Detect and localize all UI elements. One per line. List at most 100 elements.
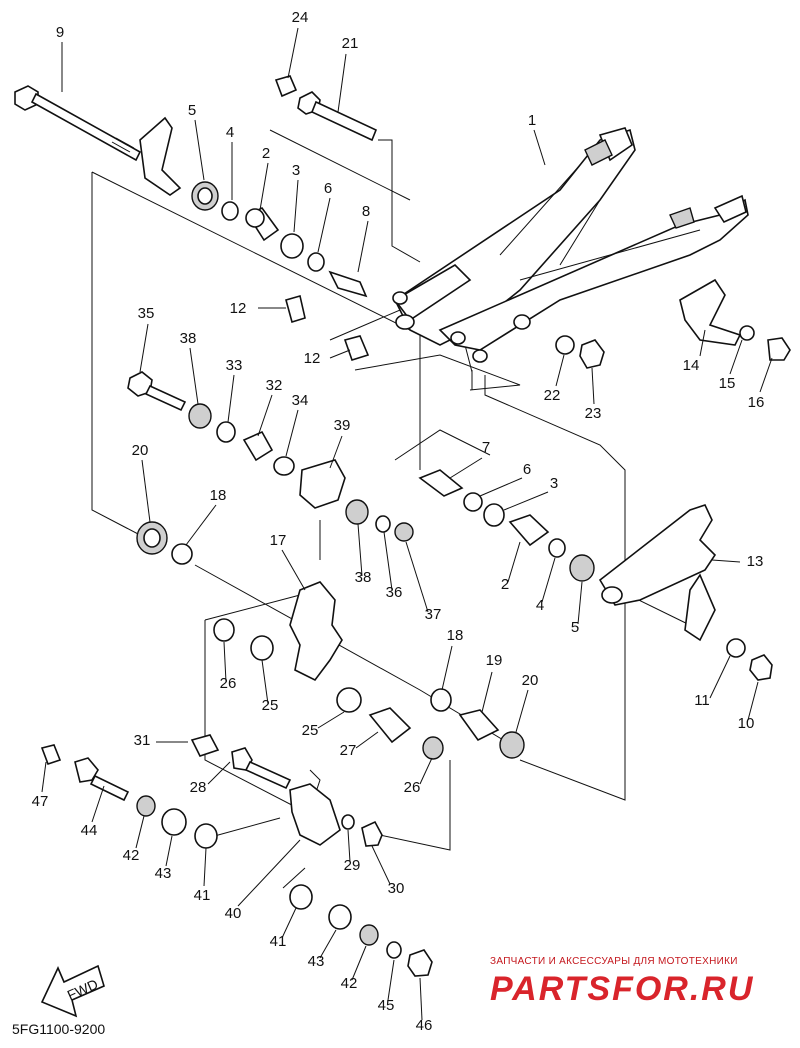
leader-line [419,977,423,1021]
part-number-label: 27 [340,742,357,759]
swingarm [392,127,749,363]
part-number-label: 28 [190,779,207,796]
part-number-label: 10 [738,715,755,732]
leader-line [747,681,759,721]
part-number-label: 7 [482,439,490,456]
part-number-label: 15 [719,375,736,392]
part-number-label: 13 [747,553,764,570]
leader-line [194,119,205,181]
leader-line [319,929,337,959]
leader-line [185,504,217,546]
leader-line [405,541,429,613]
part-number-label: 18 [210,487,227,504]
part-number-label: 44 [81,822,98,839]
part-number-label: 32 [266,377,283,394]
part-number-label: 20 [132,442,149,459]
part-number-label: 33 [226,357,243,374]
leader-line [441,645,453,691]
part-number-label: 3 [550,475,558,492]
leader-line [507,541,521,583]
leader-line [285,409,299,457]
part-number-label: 30 [388,880,405,897]
part-number-label: 36 [386,584,403,601]
part-number-label: 5 [571,619,579,636]
part-number-label: 4 [536,597,544,614]
watermark-tagline: ЗАПЧАСТИ И АКСЕССУАРЫ ДЛЯ МОТОТЕХНИКИ [490,956,738,967]
leader-line [227,374,235,423]
part-number-label: 34 [292,392,309,409]
part-number-label: 38 [355,569,372,586]
part-number-label: 42 [341,975,358,992]
leader-line [257,394,273,437]
part-number-label: 47 [32,793,49,810]
leader-line [387,959,395,1001]
bushings-and-washers [40,181,791,977]
bolt-and-nipple [274,75,378,142]
part-number-label: 42 [123,847,140,864]
part-number-label: 43 [308,953,325,970]
part-number-label: 8 [362,203,370,220]
leader-line [709,655,731,699]
leader-line [189,347,199,405]
leader-line [317,197,331,253]
leader-line [259,162,269,211]
part-number-label: 16 [748,394,765,411]
leader-line [591,367,595,405]
leader-line [141,459,151,523]
part-number-label: 6 [324,180,332,197]
watermark-brand: PARTSFOR.RU [490,970,754,1008]
chain-puller-bracket [679,278,742,346]
leader-line [503,491,549,511]
leader-line [711,559,741,563]
leader-line [541,557,556,603]
part-number-label: 41 [194,887,211,904]
leader-line [729,339,743,375]
leader-line [555,354,565,387]
leader-line [355,731,379,749]
part-number-label: 22 [544,387,561,404]
part-number-label: 31 [134,732,151,749]
part-number-label: 41 [270,933,287,950]
leader-line [287,27,299,79]
part-number-label: 6 [523,461,531,478]
part-number-label: 19 [486,652,503,669]
leader-line [337,53,347,113]
leader-line [533,129,546,166]
part-number-label: 4 [226,124,234,141]
leader-line [329,435,343,469]
part-number-label: 11 [694,692,710,709]
part-number-label: 21 [342,35,359,52]
leader-line [41,761,47,793]
part-number-label: 12 [304,350,321,367]
part-number-label: 1 [528,112,536,129]
leader-line [139,323,149,373]
part-number-label: 2 [501,576,509,593]
part-number-label: 5 [188,102,196,119]
part-number-label: 14 [683,357,700,374]
leader-line [203,847,207,887]
part-number-label: 3 [292,162,300,179]
leader-line [135,815,145,849]
part-number-label: 18 [447,627,464,644]
leader-line [293,179,299,233]
assembly-lines [91,129,701,889]
part-number-label: 35 [138,305,155,322]
pivot-shaft [14,85,182,196]
part-number-label: 25 [262,697,279,714]
part-number-label: 25 [302,722,319,739]
leader-line [577,581,583,625]
leader-line [449,457,483,479]
part-number-label: 39 [334,417,351,434]
leader-line [207,761,231,785]
leader-line [357,523,363,577]
leader-line [261,659,269,705]
part-number-label: 23 [585,405,602,422]
leader-line [759,357,773,393]
leader-line [91,785,105,823]
part-number-label: 9 [56,24,64,41]
leader-line [281,907,297,939]
part-number-label: 46 [416,1017,433,1034]
leader-line [281,549,306,591]
